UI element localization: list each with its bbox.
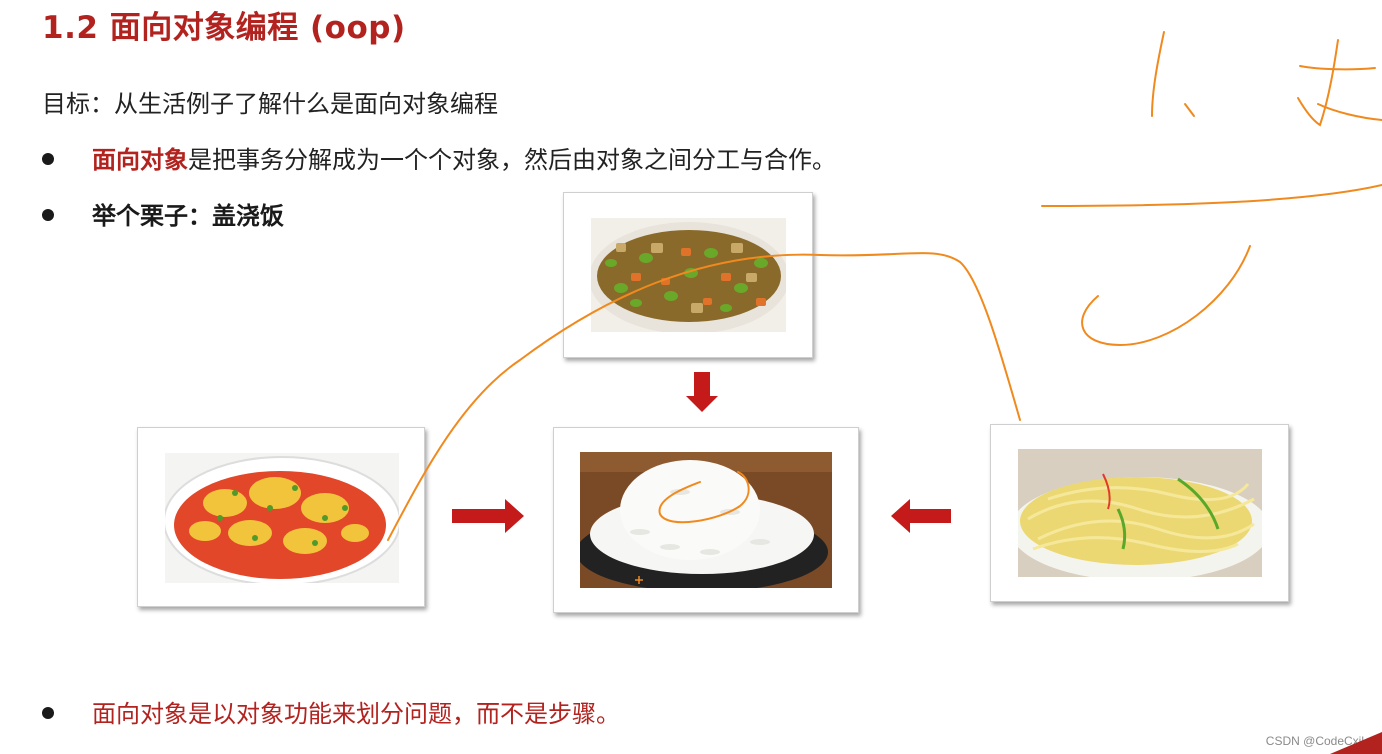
definition-text: 是把事务分解成为一个个对象，然后由对象之间分工与合作。 — [188, 146, 836, 174]
rice-bowl-image — [580, 452, 832, 588]
ink-stroke-4 — [1298, 40, 1338, 125]
bullet-dot-icon — [42, 153, 54, 165]
ink-stroke-3 — [1300, 66, 1375, 69]
ink-stroke-2 — [1185, 104, 1194, 116]
ink-stroke-7 — [1082, 246, 1250, 345]
image-frame-right — [990, 424, 1289, 602]
shredded-potato-image — [1018, 449, 1262, 577]
image-frame-center — [553, 427, 859, 613]
bullet-item-example: 举个栗子：盖浇饭 — [42, 196, 284, 231]
ink-stroke-6 — [1042, 185, 1382, 206]
highlight-term: 面向对象 — [92, 146, 188, 174]
slide-title: 1.2 面向对象编程 (oop) — [42, 2, 406, 47]
ink-stroke-5 — [1318, 104, 1382, 120]
example-text: 举个栗子：盖浇饭 — [92, 202, 284, 230]
vegetable-stir-fry-image — [591, 218, 786, 332]
arrow-left-icon — [891, 499, 951, 533]
arrow-down-icon — [686, 372, 718, 412]
bullet-dot-icon — [42, 707, 54, 719]
corner-decoration — [1322, 732, 1382, 754]
tomato-egg-image — [165, 453, 399, 583]
bullet-dot-icon — [42, 209, 54, 221]
ink-stroke-1 — [1152, 32, 1164, 116]
bullet-item-conclusion: 面向对象是以对象功能来划分问题，而不是步骤。 — [42, 694, 620, 729]
image-frame-left — [137, 427, 425, 607]
image-frame-top — [563, 192, 813, 358]
conclusion-text: 面向对象是以对象功能来划分问题，而不是步骤。 — [92, 700, 620, 728]
bullet-item-definition: 面向对象是把事务分解成为一个个对象，然后由对象之间分工与合作。 — [42, 140, 836, 175]
arrow-right-icon — [452, 499, 524, 533]
goal-text: 目标：从生活例子了解什么是面向对象编程 — [42, 84, 498, 119]
